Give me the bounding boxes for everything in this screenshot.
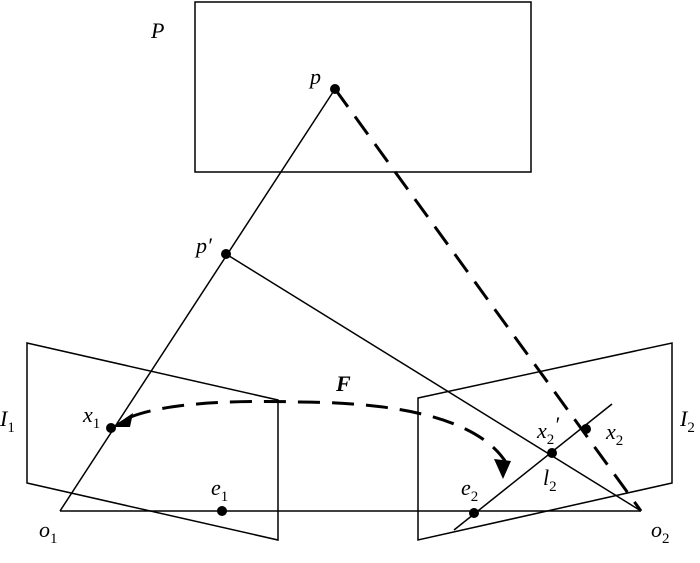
fundamental-matrix-curve (117, 399, 509, 465)
ray-o1-p (59, 88, 336, 512)
point-e1 (217, 506, 227, 516)
point-x2 (581, 424, 591, 434)
point-p-prime (221, 249, 231, 259)
arrowhead-to-x1 (112, 413, 133, 427)
label-p: p (308, 64, 321, 89)
point-e2 (469, 508, 479, 518)
label-e2: e2 (461, 475, 478, 505)
label-p-prime: p′ (194, 233, 213, 258)
label-x2: x2 (605, 419, 623, 449)
label-e1: e1 (211, 475, 228, 505)
ray-pprime-o2 (225, 253, 642, 512)
dashed-ray-p-o2 (333, 88, 643, 512)
label-plane-p: P (150, 18, 164, 43)
label-image-1: I1 (0, 406, 15, 436)
image-plane-2 (417, 342, 673, 541)
plane-p (194, 1, 532, 173)
point-x1 (106, 423, 116, 433)
label-o1: o1 (39, 517, 58, 547)
label-l2: l2 (543, 465, 557, 495)
label-o2: o2 (651, 517, 670, 547)
label-image-2: I2 (679, 406, 695, 436)
label-x1: x1 (82, 402, 100, 432)
point-x2-prime (547, 448, 557, 458)
point-p (330, 84, 340, 94)
arrowhead-to-l2 (494, 459, 511, 479)
image-plane-1 (26, 342, 279, 541)
label-fundamental-matrix: F (335, 371, 351, 396)
label-x2-prime: x2′ (536, 412, 560, 448)
